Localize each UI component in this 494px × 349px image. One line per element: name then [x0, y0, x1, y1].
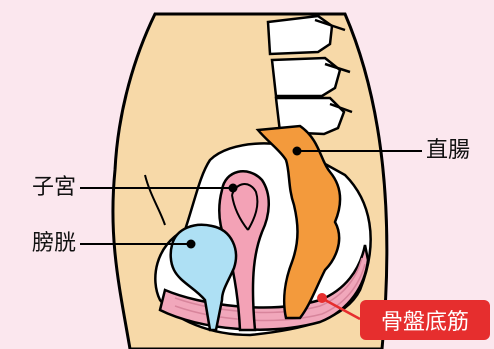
- bladder-label: 膀胱: [32, 233, 76, 255]
- bladder-leader-dot: [187, 240, 196, 249]
- rectum-label: 直腸: [426, 140, 470, 162]
- pelvic-floor-leader-dot: [317, 293, 327, 303]
- uterus-label: 子宮: [32, 177, 76, 199]
- uterus-leader-dot: [229, 184, 238, 193]
- pelvic-floor-label: 骨盤底筋: [360, 300, 490, 340]
- rectum-leader-dot: [293, 147, 302, 156]
